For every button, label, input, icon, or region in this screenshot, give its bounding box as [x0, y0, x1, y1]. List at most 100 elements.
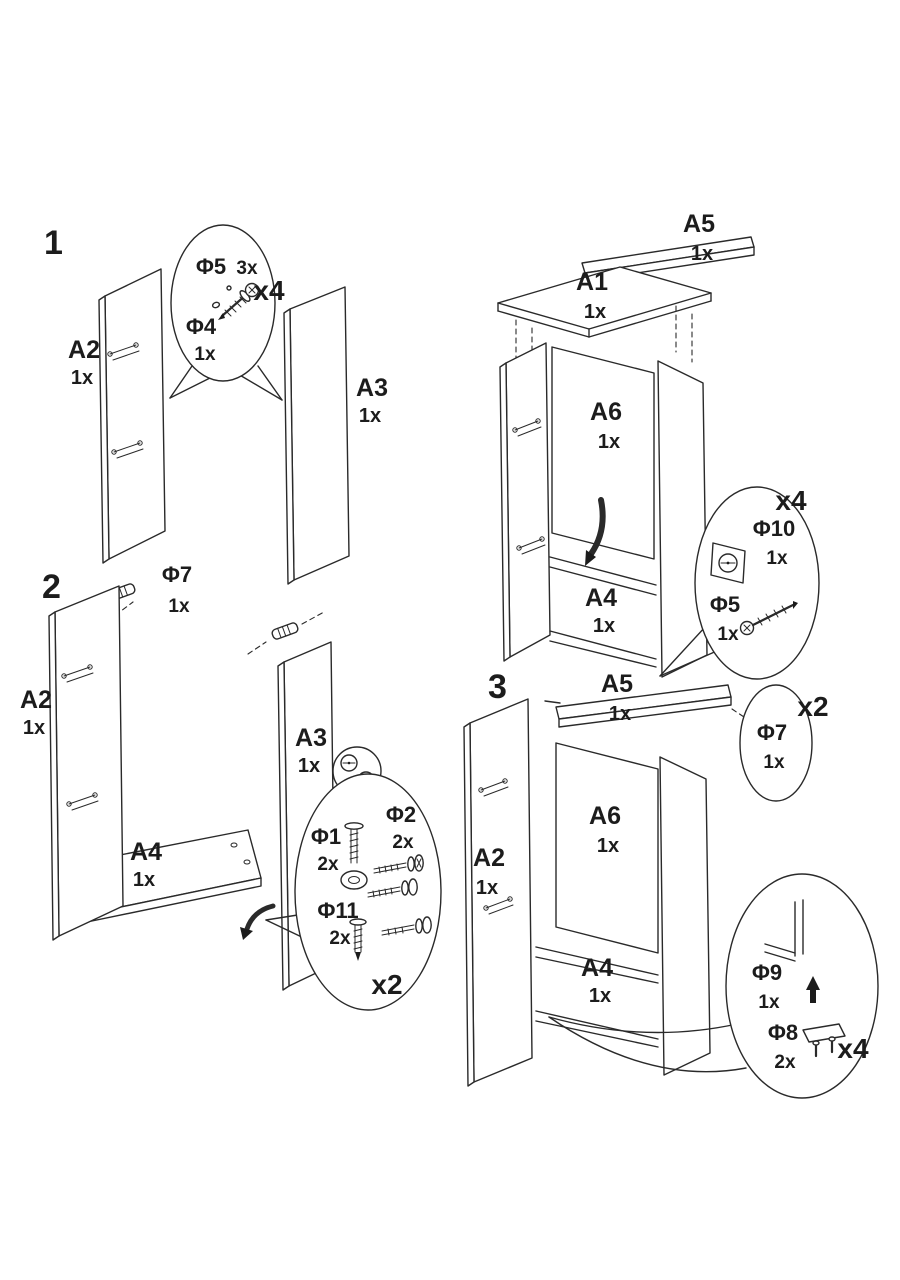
bottom-shelf-step3 [535, 946, 659, 1048]
panel-a1 [497, 266, 712, 338]
foot-bracket-icon [802, 1023, 846, 1058]
label-a4: A4 [585, 584, 617, 612]
qty-a2: 1x [476, 877, 498, 899]
label-phi7: Φ7 [757, 720, 787, 745]
qty-phi7: 1x [763, 752, 785, 773]
balloon-tails [659, 625, 720, 677]
qty-a1: 1x [584, 301, 606, 323]
label-phi5: Φ5 [196, 254, 226, 279]
rotate-arrow-icon [240, 903, 276, 940]
alignment-dashes [515, 305, 693, 371]
label-phi4: Φ4 [186, 314, 217, 339]
callout-circle-phi7: Φ7 1x x2 [739, 684, 829, 802]
label-a3: A3 [356, 374, 388, 402]
step-2-number: 2 [42, 568, 61, 606]
qty-phi2: 2x [392, 832, 414, 853]
label-phi11: Φ11 [317, 898, 358, 923]
qty-a5: 1x [609, 703, 631, 725]
rail-a5-step3 [555, 684, 732, 728]
assembly-view: A5 1x A1 1x A6 1x [497, 210, 820, 680]
qty-phi9: 1x [758, 992, 780, 1013]
bottom-shelf-assembly [549, 556, 657, 668]
label-phi7: Φ7 [162, 562, 192, 587]
step-1-number: 1 [44, 224, 63, 262]
label-a3: A3 [295, 724, 327, 752]
label-a2: A2 [68, 336, 100, 364]
label-phi5: Φ5 [710, 592, 740, 617]
multiplier-x2: x2 [797, 691, 828, 722]
label-phi1: Φ1 [311, 824, 341, 849]
screw-icon [739, 601, 798, 636]
qty-a2: 1x [23, 717, 45, 739]
panel-a2-step2 [48, 585, 124, 941]
insert-up-arrow-icon [806, 976, 820, 1003]
qty-a4: 1x [133, 869, 155, 891]
bolt-icon [367, 878, 418, 898]
label-phi8: Φ8 [768, 1020, 798, 1045]
step-2: 2 Φ7 1x [20, 562, 442, 1011]
bolt-icon [373, 854, 424, 874]
step-3-number: 3 [488, 668, 507, 706]
qty-phi1: 2x [317, 854, 339, 875]
insert-down-arrow-icon [585, 497, 606, 566]
label-a5: A5 [601, 670, 633, 698]
qty-a5: 1x [691, 243, 713, 265]
callout-balloon-feet: Φ9 1x Φ8 2x x4 [548, 873, 879, 1099]
drill-marks [478, 778, 514, 915]
qty-a4: 1x [593, 615, 615, 637]
callout-balloon-step2: Φ1 2x Φ2 2x Φ11 2x x2 [265, 773, 442, 1011]
panel-a2-step3 [463, 698, 533, 1087]
dowel-hole-icon [211, 301, 221, 309]
qty-phi7: 1x [168, 596, 190, 617]
qty-a3: 1x [359, 405, 381, 427]
callout-balloon-step1: Φ5 3x Φ4 1x x4 [169, 224, 285, 401]
multiplier-x2: x2 [371, 969, 402, 1000]
panel-a2-step1 [98, 268, 166, 564]
dowel-icon [247, 611, 325, 655]
callout-balloon-assembly: x4 Φ10 1x Φ5 1x [659, 485, 820, 680]
right-side-panel-assembly [657, 360, 708, 678]
qty-phi4: 1x [194, 344, 216, 365]
panel-a3-step1 [283, 286, 350, 585]
multiplier-x4: x4 [837, 1033, 869, 1064]
qty-a3: 1x [298, 755, 320, 777]
multiplier-x4: x4 [775, 485, 807, 516]
label-a2: A2 [20, 686, 52, 714]
qty-phi8: 2x [774, 1052, 796, 1073]
qty-a6: 1x [598, 431, 620, 453]
label-a1: A1 [576, 268, 608, 296]
label-a5: A5 [683, 210, 715, 238]
multiplier-x4: x4 [253, 275, 285, 306]
leader-dash [544, 700, 561, 704]
drill-marks [107, 342, 144, 459]
qty-a2: 1x [71, 367, 93, 389]
label-a6: A6 [590, 398, 622, 426]
bolt-icon [381, 916, 432, 936]
drill-marks [512, 418, 546, 555]
step-3: 3 A5 1x Φ7 1x x2 A6 1x A4 1x [463, 668, 879, 1099]
screw-icon [349, 918, 367, 961]
screw-icon [211, 282, 260, 320]
balloon-tails [548, 1016, 747, 1073]
panel-a6-step3 [555, 742, 659, 954]
label-a6: A6 [589, 802, 621, 830]
label-a4: A4 [130, 838, 162, 866]
label-phi9: Φ9 [752, 960, 782, 985]
qty-phi11: 2x [329, 928, 351, 949]
qty-a6: 1x [597, 835, 619, 857]
label-a2: A2 [473, 844, 505, 872]
left-side-panel-assembly [499, 342, 551, 662]
leader-dash [731, 708, 748, 720]
balloon-tails [169, 365, 283, 401]
qty-phi5: 3x [236, 258, 258, 279]
qty-a4: 1x [589, 985, 611, 1007]
panel-corner-detail [764, 899, 804, 962]
cam-housing-icon [710, 542, 746, 584]
qty-phi5: 1x [717, 624, 739, 645]
label-a4: A4 [581, 954, 613, 982]
right-side-panel-step3 [659, 756, 711, 1076]
label-phi10: Φ10 [753, 516, 796, 541]
qty-phi10: 1x [766, 548, 788, 569]
